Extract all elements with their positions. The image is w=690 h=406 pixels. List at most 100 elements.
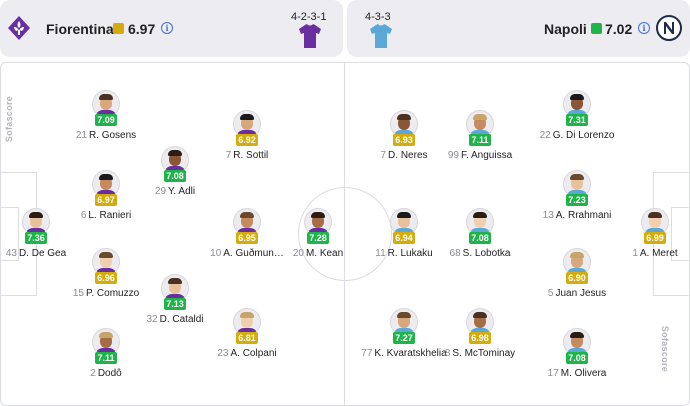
player-rating-badge: 7.27 (393, 332, 415, 344)
player-name: D. Neres (388, 150, 428, 161)
player-number: 7 (225, 150, 232, 161)
player-name: R. Sottil (233, 150, 269, 161)
center-circle (298, 187, 392, 281)
away-team-name[interactable]: Napoli (544, 21, 587, 37)
player-rating-badge: 7.11 (469, 134, 491, 146)
home-rating-color-box (113, 23, 124, 34)
home-info-icon[interactable]: i (161, 22, 173, 34)
player-number: 43 (5, 248, 17, 259)
player-rating-badge: 6.99 (644, 232, 666, 244)
player-name: D. Cataldi (159, 314, 204, 325)
player-avatar (466, 110, 494, 138)
player-number: 15 (72, 288, 84, 299)
home-formation: 4-2-3-1 (291, 11, 327, 23)
player-avatar (390, 110, 418, 138)
player-number: 21 (75, 130, 87, 141)
player-number: 10 (210, 248, 222, 259)
player-rating-badge: 6.92 (236, 134, 258, 146)
player-rating-badge: 6.81 (236, 332, 258, 344)
player-number: 22 (539, 130, 551, 141)
player-name: A. Colpani (230, 348, 277, 359)
player-name: A. Guðmun… (223, 248, 284, 259)
away-info-icon[interactable]: i (638, 22, 650, 34)
player-number: 23 (217, 348, 229, 359)
player-rating-badge: 7.09 (95, 114, 117, 126)
home-team-header[interactable]: Fiorentina 6.97 i 4-2-3-1 (0, 0, 343, 57)
player-name: M. Olivera (560, 368, 607, 379)
player-name: A. Rrahmani (555, 210, 612, 221)
player-number: 2 (90, 368, 96, 379)
player-avatar (233, 308, 261, 336)
player-name: Dodô (97, 368, 122, 379)
player-avatar (92, 328, 120, 356)
player-number: 17 (547, 368, 559, 379)
player-name: G. Di Lorenzo (552, 130, 615, 141)
player-number: 13 (542, 210, 554, 221)
player-avatar (641, 208, 669, 236)
player-name: R. Gosens (88, 130, 137, 141)
watermark-right: Sofascore (660, 325, 671, 373)
player-number: 11 (375, 248, 386, 259)
napoli-n-crest-icon (656, 15, 682, 41)
player-name: L. Ranieri (88, 210, 132, 221)
player-number: 32 (146, 314, 158, 325)
player-avatar (563, 248, 591, 276)
player-avatar (161, 274, 189, 302)
player-number: 29 (154, 186, 167, 197)
player-name: S. McTominay (452, 348, 516, 359)
player-rating-badge: 6.94 (393, 232, 415, 244)
player-rating-badge: 6.90 (566, 272, 588, 284)
player-rating-badge: 7.13 (164, 298, 186, 310)
player-name: P. Comuzzo (85, 288, 140, 299)
player-avatar (563, 90, 591, 118)
player-rating-badge: 6.96 (95, 272, 117, 284)
home-team-name[interactable]: Fiorentina (46, 21, 114, 37)
player-rating-badge: 7.11 (95, 352, 117, 364)
player-avatar (390, 208, 418, 236)
player-avatar (233, 208, 261, 236)
player-name: S. Lobotka (462, 248, 511, 259)
home-goal-area (0, 207, 19, 261)
watermark-left: Sofascore (4, 95, 15, 143)
player-avatar (466, 208, 494, 236)
away-team-header[interactable]: 4-3-3 Napoli 7.02 i (347, 0, 690, 57)
fiorentina-lily-icon (8, 16, 30, 40)
player-name: K. Kvaratskhelia (374, 348, 447, 359)
player-number: 99 (447, 150, 459, 161)
player-avatar (563, 170, 591, 198)
home-team-rating: 6.97 (128, 21, 156, 37)
